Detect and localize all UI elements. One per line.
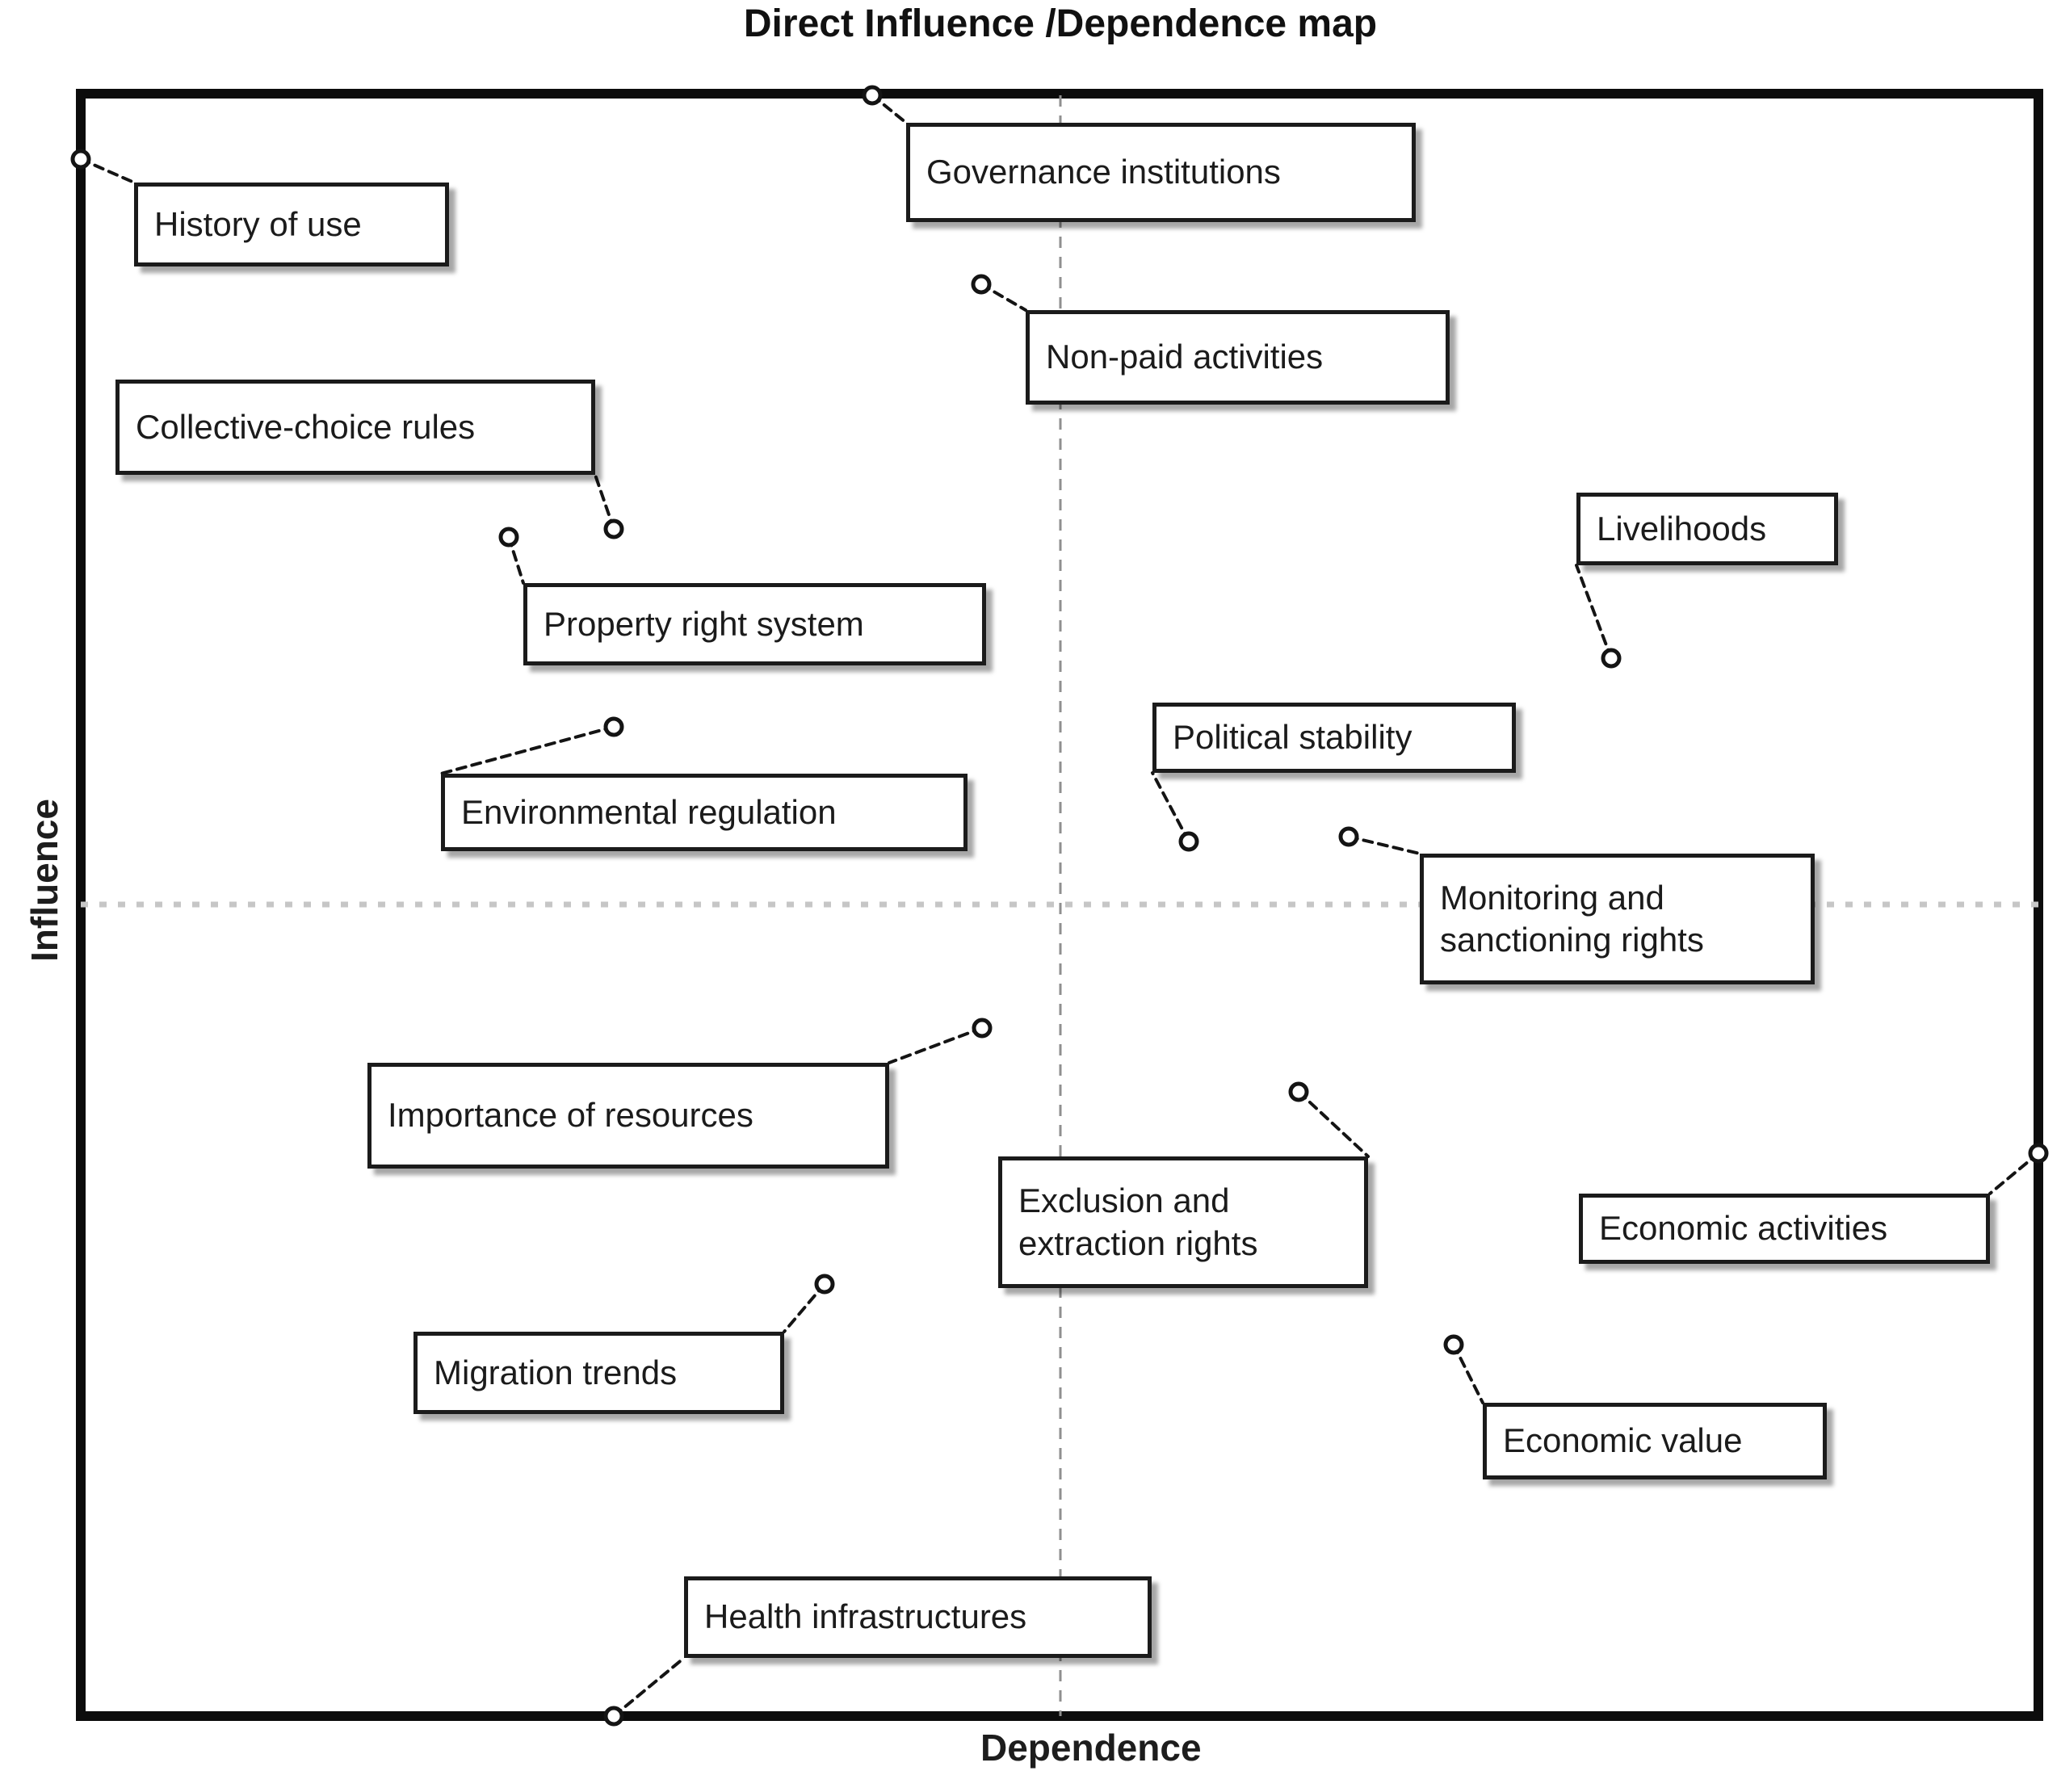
data-point-marker bbox=[2028, 1143, 2049, 1164]
data-point-label-text: sanctioning rights bbox=[1440, 921, 1704, 959]
data-point-label: Monitoring and sanctioning rights bbox=[1420, 854, 1815, 984]
data-point-label-text: Property right system bbox=[544, 604, 864, 643]
data-point-label: Exclusion and extraction rights bbox=[998, 1156, 1368, 1288]
y-axis-label: Influence bbox=[23, 799, 65, 962]
data-point-marker bbox=[972, 1018, 993, 1039]
data-point-marker bbox=[603, 716, 624, 737]
data-point-label: Non-paid activities bbox=[1026, 310, 1450, 405]
connector-line bbox=[1452, 1343, 1484, 1404]
data-point-marker bbox=[70, 149, 91, 170]
data-point-marker bbox=[1178, 831, 1199, 852]
connector-line bbox=[783, 1282, 826, 1333]
data-point-label: Economic value bbox=[1483, 1403, 1827, 1479]
data-point-label-text: Importance of resources bbox=[388, 1096, 753, 1135]
data-point-label: Importance of resources bbox=[367, 1063, 889, 1169]
data-point-label-text: Political stability bbox=[1173, 718, 1412, 757]
data-point-marker bbox=[1288, 1081, 1309, 1102]
data-point-label: Political stability bbox=[1152, 703, 1516, 773]
data-point-label-text: Livelihoods bbox=[1597, 509, 1767, 548]
data-point-label: Property right system bbox=[523, 583, 986, 665]
data-point-label: Governance institutions bbox=[906, 123, 1416, 222]
data-point-label-text: Economic value bbox=[1503, 1421, 1743, 1460]
data-point-marker bbox=[1338, 826, 1359, 847]
connector-line bbox=[439, 725, 615, 775]
data-point-marker bbox=[814, 1274, 835, 1295]
connector-line bbox=[1151, 771, 1190, 843]
data-point-label-text: Health infrastructures bbox=[704, 1597, 1027, 1636]
connector-line bbox=[1988, 1152, 2040, 1195]
data-point-label-text: Environmental regulation bbox=[461, 792, 837, 831]
data-point-marker bbox=[498, 527, 519, 548]
data-point-label: Migration trends bbox=[413, 1332, 784, 1414]
connector-line bbox=[888, 1026, 984, 1064]
data-point-label: Environmental regulation bbox=[441, 774, 968, 851]
data-point-label-text: Migration trends bbox=[434, 1353, 678, 1391]
connector-line bbox=[1347, 835, 1421, 855]
data-point-label: Collective-choice rules bbox=[115, 380, 595, 475]
data-point-label-text: extraction rights bbox=[1018, 1223, 1258, 1262]
data-point-marker bbox=[603, 518, 624, 539]
x-axis-label: Dependence bbox=[980, 1727, 1202, 1769]
data-point-label-text: Non-paid activities bbox=[1046, 338, 1324, 376]
data-point-marker bbox=[1601, 648, 1622, 669]
chart-title: Direct Influence /Dependence map bbox=[743, 2, 1378, 45]
connector-line bbox=[612, 1656, 686, 1718]
data-point-label: Economic activities bbox=[1579, 1194, 1990, 1264]
data-point-marker bbox=[1443, 1334, 1464, 1355]
data-point-label-text: Governance institutions bbox=[926, 153, 1281, 191]
data-point-marker bbox=[603, 1706, 624, 1727]
data-point-label-text: Economic activities bbox=[1599, 1209, 1888, 1248]
connector-line bbox=[1575, 564, 1613, 660]
data-point-label-text: Exclusion and bbox=[1018, 1181, 1230, 1219]
data-point-marker bbox=[971, 274, 992, 295]
connector-line bbox=[1297, 1090, 1370, 1158]
data-point-label: Livelihoods bbox=[1576, 493, 1838, 565]
data-point-label-text: Monitoring and bbox=[1440, 878, 1664, 917]
data-point-label-text: History of use bbox=[154, 204, 362, 243]
data-point-marker bbox=[862, 85, 883, 106]
data-point-label-text: Collective-choice rules bbox=[136, 407, 476, 446]
data-point-label: Health infrastructures bbox=[684, 1576, 1152, 1658]
data-point-label: History of use bbox=[134, 183, 449, 266]
